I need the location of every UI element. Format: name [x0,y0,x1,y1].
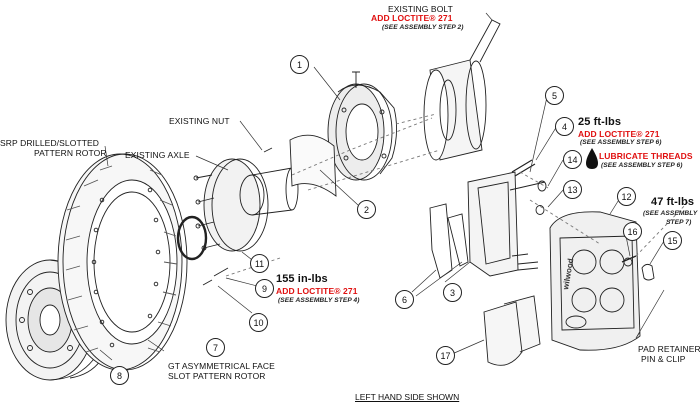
note-47-step-2: STEP 7) [666,219,692,226]
axle-flange-drawing [193,158,299,252]
callout-10: 10 [249,313,268,332]
note-bolt-loctite: ADD LOCTITE® 271 [371,13,453,23]
callout-9: 9 [255,279,274,298]
note-torque-47: 47 ft-lbs [651,196,695,208]
note-47-step-1: (SEE ASSEMBLY [643,210,698,217]
brake-pads-drawing [483,295,541,366]
caliper-bracket-drawing [467,171,519,277]
callout-17: 17 [436,346,455,365]
label-rotor-srp-1: SRP DRILLED/SLOTTED [0,138,100,148]
bracket-shims-drawing [429,203,469,279]
drop-icon [586,148,598,169]
label-existing-bolt: EXISTING BOLT [388,4,453,14]
o-ring-drawing [176,215,208,261]
note-25-loctite: ADD LOCTITE® 271 [578,129,660,139]
label-pad-retainer-1: PAD RETAINER [638,344,700,354]
callout-3: 3 [443,283,462,302]
callout-15: 15 [663,231,682,250]
backing-plate-drawing [327,71,397,181]
callout-14: 14 [563,150,582,169]
callout-5: 5 [545,86,564,105]
callout-7: 7 [206,338,225,357]
callout-12: 12 [617,187,636,206]
label-rotor-gt-2: SLOT PATTERN ROTOR [168,371,266,381]
note-25-step: (SEE ASSEMBLY STEP 6) [580,139,662,146]
note-bolt-step: (SEE ASSEMBLY STEP 2) [382,24,464,31]
label-rotor-srp-2: PATTERN ROTOR [34,148,107,158]
callout-1: 1 [290,55,309,74]
callout-16: 16 [623,222,642,241]
note-155-loctite: ADD LOCTITE® 271 [276,286,358,296]
shim-drawing [289,134,337,197]
label-existing-nut: EXISTING NUT [169,116,230,126]
footer-left-hand-side: LEFT HAND SIDE SHOWN [355,392,460,402]
callout-6: 6 [395,290,414,309]
callout-8: 8 [110,366,129,385]
rotor-drawing [57,153,188,371]
callout-11: 11 [250,254,269,273]
note-torque-25: 25 ft-lbs [578,116,622,128]
callout-13: 13 [563,180,582,199]
axle-tube-drawing [423,19,501,161]
callout-4: 4 [555,117,574,136]
caliper-drawing [549,211,641,351]
note-torque-155: 155 in-lbs [276,273,328,285]
callout-2: 2 [357,200,376,219]
note-lube-step: (SEE ASSEMBLY STEP 6) [601,162,683,169]
note-lubricate-threads: LUBRICATE THREADS [599,151,693,161]
label-existing-axle: EXISTING AXLE [125,150,190,160]
note-155-step: (SEE ASSEMBLY STEP 4) [278,297,360,304]
label-pad-retainer-2: PIN & CLIP [641,354,686,364]
label-rotor-gt-1: GT ASYMMETRICAL FACE [168,361,275,371]
